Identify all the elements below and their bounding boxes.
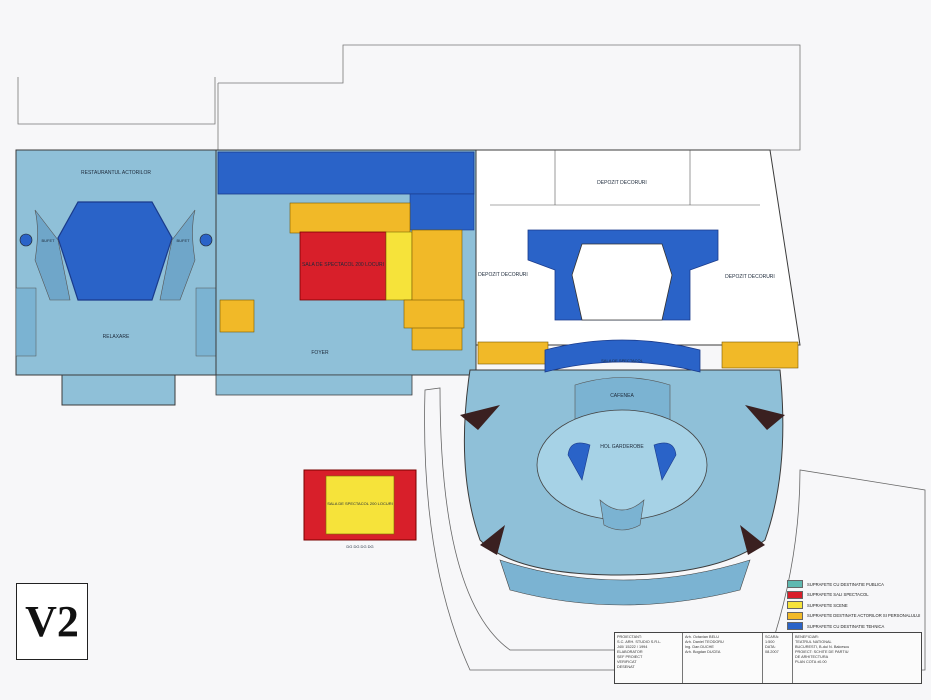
tb-text: BENEFICIAR: <box>795 635 819 639</box>
cafenea-label: CAFENEA <box>610 393 634 399</box>
legend-item: SUPRAFETE SALI SPECTACOL <box>787 590 922 601</box>
legend-item: SUPRAFETE SCENE <box>787 600 922 611</box>
middle-wing: SALA DE SPECTACOL 200 LOCURI FOYER <box>215 149 477 396</box>
title-block-designer: PROIECTANT: S.C. ARH. STUDIO S.R.L. J40/… <box>615 633 683 683</box>
tb-text: SCARA: <box>765 635 780 639</box>
small-hall-label: SALA DE SPECTACOL 200 LOCURI <box>302 262 384 268</box>
bufet-right-label: BUFET <box>176 238 190 243</box>
tb-text: DATA: <box>765 645 776 649</box>
restaurant-hall <box>57 201 173 301</box>
stage-block: DEPOZIT DECORURI DEPOZIT DECORURI DEPOZI… <box>475 149 801 369</box>
sheet-label: V2 <box>25 597 79 646</box>
tb-text: 1:500 <box>765 640 775 644</box>
main-auditorium: CAFENEA SALA DE SPECTACOL HOL GARDEROBE <box>424 339 926 671</box>
depozit-right-label: DEPOZIT DECORURI <box>725 274 775 280</box>
tb-text: DESENAT <box>617 665 635 669</box>
tb-text: J40/ 15222 / 1994 <box>617 645 648 649</box>
tb-text: PLAN COTA ±0.00 <box>795 660 827 664</box>
relaxare-label: RELAXARE <box>103 334 130 340</box>
hol-garderobe-label: HOL GARDEROBE <box>600 444 644 450</box>
stage-opening <box>571 243 673 321</box>
bufet-left-label: BUFET <box>41 238 55 243</box>
depozit-left-label: DEPOZIT DECORURI <box>478 272 528 278</box>
foyer-label: FOYER <box>311 350 329 356</box>
tb-text: Arh. Daniel TEODORU <box>685 640 724 644</box>
tb-text: PROIECTANT: <box>617 635 642 639</box>
legend-label: SUPRAFETE DESTINATE ACTORILOR SI PERSONA… <box>807 613 921 619</box>
legend: SUPRAFETE CU DESTINATIE PUBLICA SUPRAFET… <box>787 579 922 632</box>
tb-text: DE ARHITECTURA <box>795 655 829 659</box>
tb-text: VERIFICAT <box>617 660 637 664</box>
legend-item: SUPRAFETE DESTINATE ACTORILOR SI PERSONA… <box>787 611 922 622</box>
tb-text: Arh. Octavian BELU <box>685 635 719 639</box>
legend-label: SUPRAFETE CU DESTINATIE PUBLICA <box>807 581 884 587</box>
legend-label: SUPRAFETE SALI SPECTACOL <box>807 592 869 598</box>
separate-hall-plan: SALA DE SPECTACOL 200 LOCURI DG DG DG DG <box>303 469 417 549</box>
tb-text: ELABORATOR <box>617 650 643 654</box>
legend-label: SUPRAFETE SCENE <box>807 602 848 608</box>
main-hall-label: SALA DE SPECTACOL <box>601 358 643 363</box>
title-block-project: BENEFICIAR: TEATRUL NATIONAL BUCURESTI, … <box>793 633 921 683</box>
legend-swatch <box>787 601 803 610</box>
legend-swatch <box>787 622 803 631</box>
tb-text: 08.2007 <box>765 650 779 654</box>
tb-text: TEATRUL NATIONAL <box>795 640 832 644</box>
legend-swatch <box>787 580 803 589</box>
legend-swatch <box>787 611 803 620</box>
legend-item: SUPRAFETE CU DESTINATIE TEHNICA <box>787 621 922 632</box>
separate-hall-marks: DG DG DG DG <box>346 544 373 549</box>
title-block-names: Arh. Octavian BELU Arh. Daniel TEODORU I… <box>683 633 763 683</box>
tb-text: BUCURESTI, B-dul N. Balcescu <box>795 645 850 649</box>
tb-text: Ing. Dan DUCHE <box>685 645 714 649</box>
tb-text: S.C. ARH. STUDIO S.R.L. <box>617 640 662 644</box>
separate-hall-label: SALA DE SPECTACOL 200 LOCURI <box>327 501 393 506</box>
legend-swatch <box>787 590 803 599</box>
left-wing: RESTAURANTUL ACTORILOR BUFET BUFET RELAX… <box>15 149 217 406</box>
depozit-top-label: DEPOZIT DECORURI <box>597 180 647 186</box>
tb-text: PROIECT: SCHITE DE PARTIU <box>795 650 849 654</box>
legend-label: SUPRAFETE CU DESTINATIE TEHNICA <box>807 623 885 629</box>
sheet-label-box: V2 <box>16 583 88 660</box>
legend-item: SUPRAFETE CU DESTINATIE PUBLICA <box>787 579 922 590</box>
small-hall-block <box>299 231 387 301</box>
title-block: PROIECTANT: S.C. ARH. STUDIO S.R.L. J40/… <box>614 632 922 684</box>
tb-text: Arh. Bogdan DUCEA <box>685 650 721 654</box>
title-block-scale: SCARA: 1:500 DATA: 08.2007 <box>763 633 793 683</box>
restaurant-label: RESTAURANTUL ACTORILOR <box>81 170 151 176</box>
tb-text: ȘEF PROIECT <box>617 655 643 659</box>
site-outline <box>17 44 801 151</box>
